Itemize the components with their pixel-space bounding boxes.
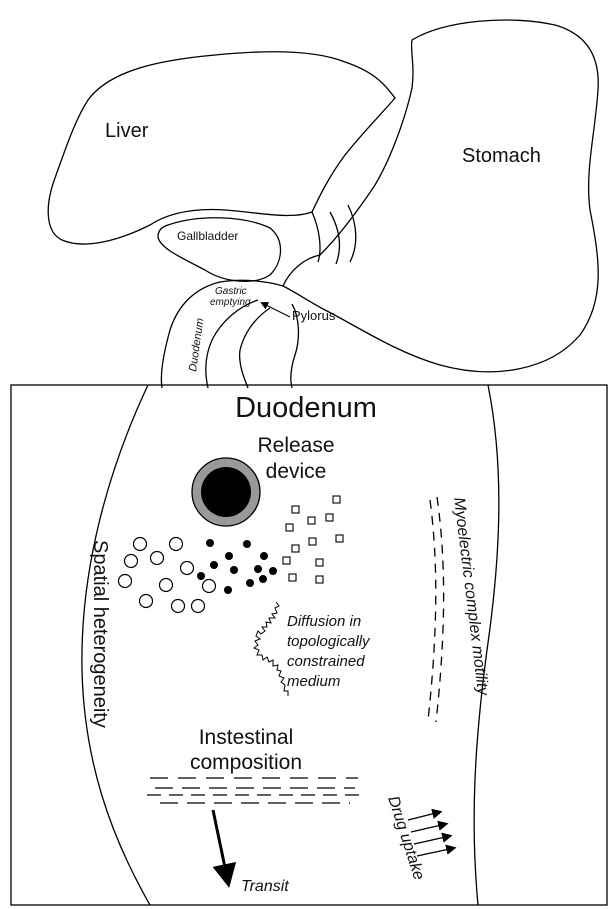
square-particles	[283, 496, 343, 583]
motility-dash-2	[436, 497, 444, 722]
gastric-emptying-label-line1: Gastric	[215, 286, 247, 297]
particle-dot	[259, 575, 267, 583]
particle-square	[316, 576, 323, 583]
bile-duct-1	[312, 212, 320, 262]
stomach-label: Stomach	[462, 145, 541, 167]
drug-uptake-label: Drug uptake	[384, 794, 427, 882]
particle-square	[292, 545, 299, 552]
particle-square	[316, 559, 323, 566]
particle-square	[289, 574, 296, 581]
diffusion-label-line2: topologically	[287, 633, 371, 650]
particle-square	[333, 496, 340, 503]
motility-dash-1	[428, 500, 436, 720]
particle-dot	[206, 539, 214, 547]
particle-dot	[243, 540, 251, 548]
particle-square	[326, 514, 333, 521]
composition-dashes	[147, 778, 360, 803]
anatomy-illustration	[48, 20, 598, 388]
myoelectric-motility-label: Myoelectric complex motility	[450, 496, 491, 697]
particle-open	[160, 579, 173, 592]
particle-dot	[225, 552, 233, 560]
particle-open	[192, 600, 205, 613]
release-device-label-line1: Release	[257, 434, 334, 457]
particle-square	[283, 557, 290, 564]
particle-dot	[230, 566, 238, 574]
particle-open	[170, 538, 183, 551]
duodenum-inner-1	[206, 300, 258, 388]
particle-dot	[269, 567, 277, 575]
particle-dot	[254, 565, 262, 573]
composition-label-line1: Instestinal	[199, 726, 294, 749]
particle-square	[292, 506, 299, 513]
particle-open	[181, 562, 194, 575]
random-walk-trace	[254, 602, 288, 696]
duodenum-vertical-label: Duodenum	[187, 317, 206, 372]
panel-title: Duodenum	[235, 392, 377, 424]
bile-duct-2	[330, 212, 339, 264]
transit-arrow	[213, 810, 228, 882]
particle-open	[151, 552, 164, 565]
particle-dot	[224, 586, 232, 594]
particle-open	[125, 555, 138, 568]
particle-open	[134, 538, 147, 551]
gallbladder-outline	[158, 218, 281, 282]
composition-label-line2: composition	[190, 751, 302, 774]
diffusion-label-line4: medium	[287, 673, 340, 690]
particle-dot	[197, 572, 205, 580]
diffusion-label-line1: Diffusion in	[287, 613, 361, 630]
pylorus-label: Pylorus	[292, 308, 336, 323]
particle-square	[286, 524, 293, 531]
diffusion-label-line3: constrained	[287, 653, 365, 670]
particle-dot	[246, 579, 254, 587]
uptake-arrow	[411, 824, 446, 832]
release-device-label-line2: device	[266, 460, 327, 483]
particle-square	[309, 538, 316, 545]
particle-dot	[260, 552, 268, 560]
uptake-arrow	[417, 848, 454, 856]
particle-open	[203, 580, 216, 593]
spatial-heterogeneity-label: Spatial heterogeneity	[89, 540, 111, 728]
uptake-arrow	[414, 836, 450, 844]
particle-open	[119, 575, 132, 588]
liver-label: Liver	[105, 120, 149, 142]
particle-square	[336, 535, 343, 542]
particle-square	[308, 517, 315, 524]
gastric-emptying-label-line2: emptying	[210, 297, 251, 308]
uptake-arrow	[408, 812, 440, 820]
liver-outline	[48, 52, 395, 244]
particle-dot	[210, 561, 218, 569]
transit-label: Transit	[241, 878, 289, 895]
release-device-core	[201, 467, 251, 517]
duodenum-inner-2	[240, 308, 270, 388]
particle-open	[140, 595, 153, 608]
gallbladder-label: Gallbladder	[177, 229, 238, 243]
particle-open	[172, 600, 185, 613]
